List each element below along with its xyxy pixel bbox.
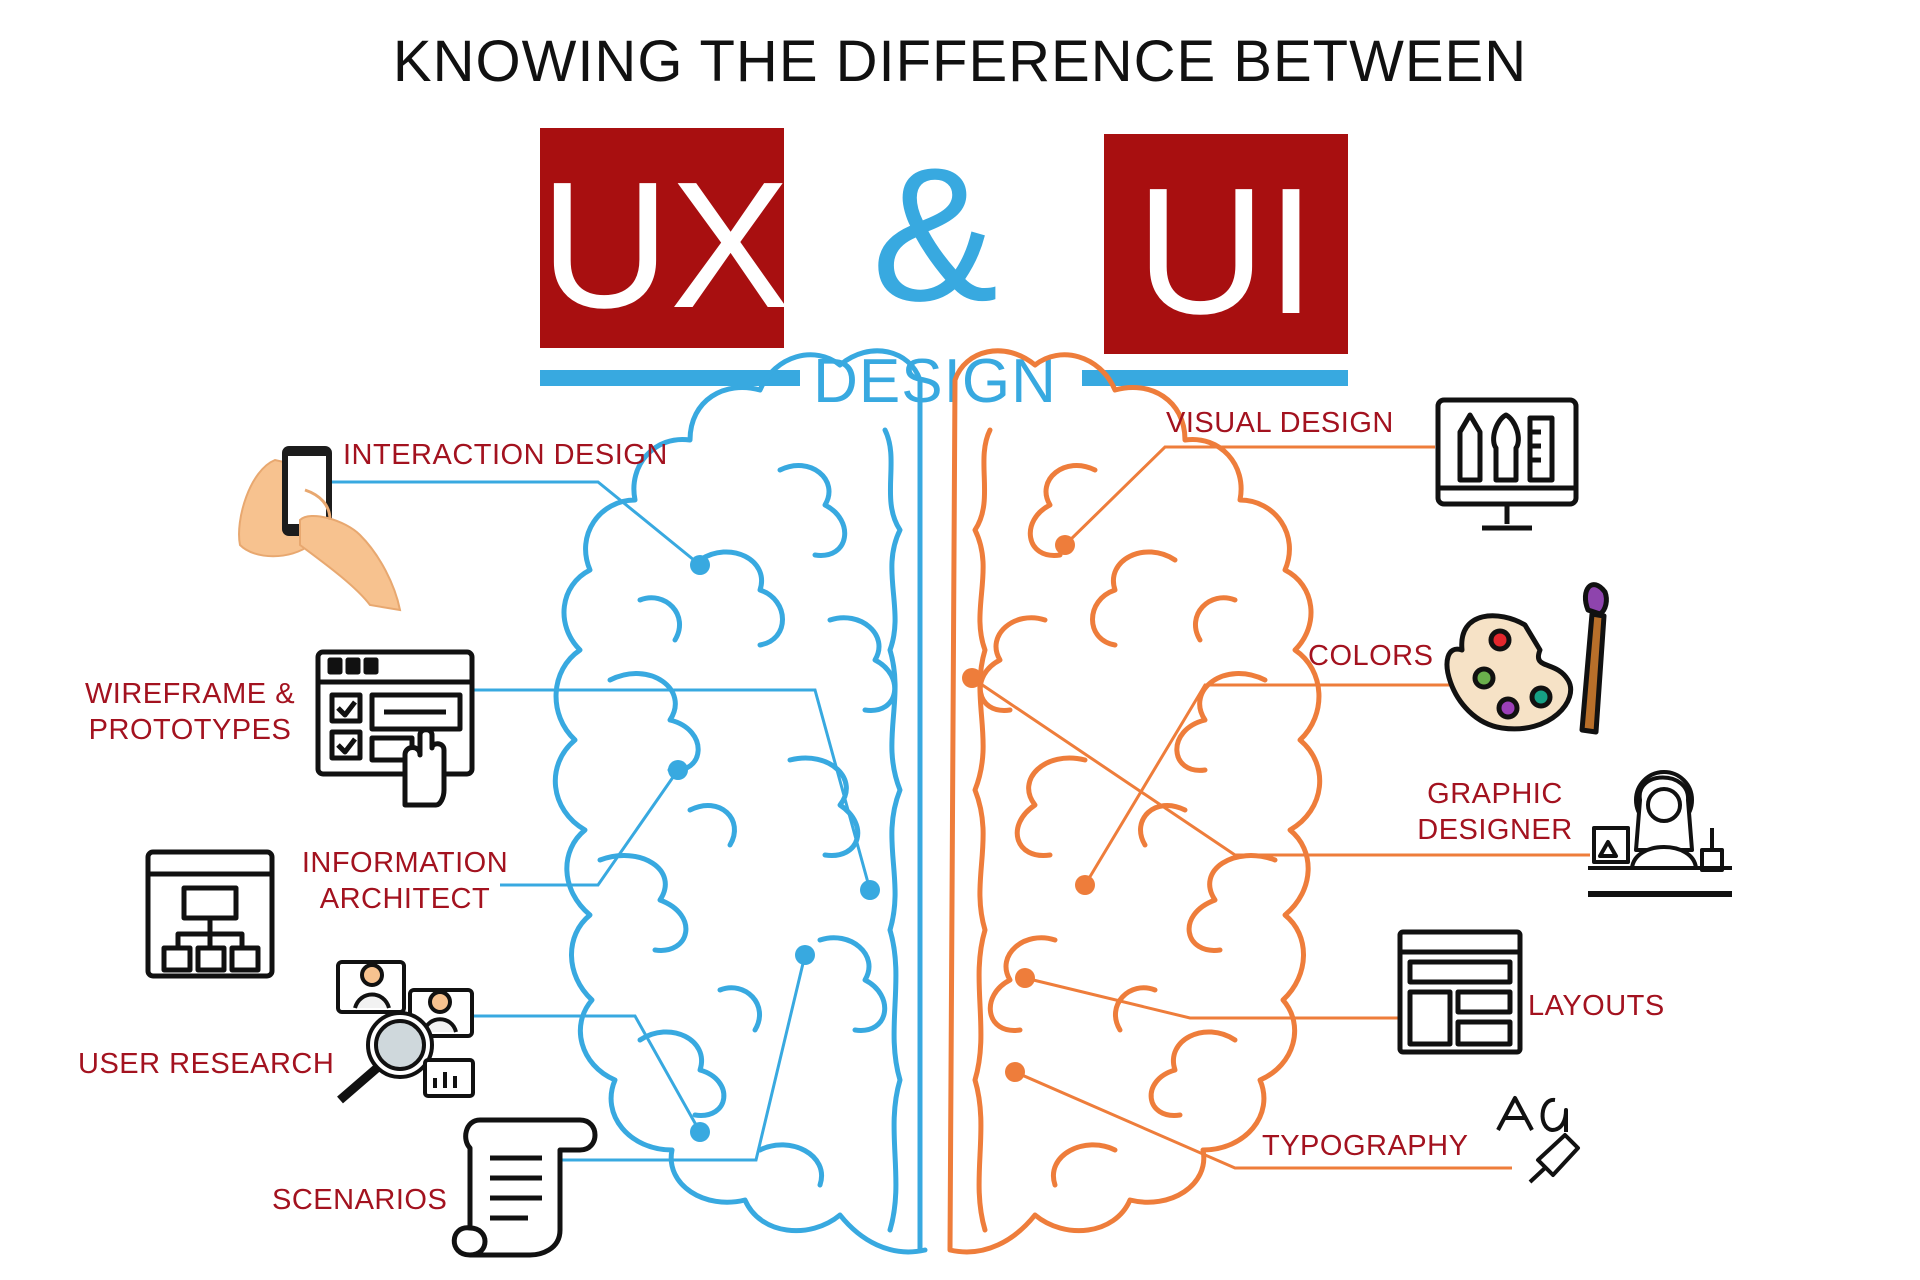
connector-scenarios	[560, 954, 807, 1162]
label-wireframe-prototypes: WIREFRAME & PROTOTYPES	[84, 678, 296, 746]
dot-wireframe	[860, 880, 880, 900]
wireframe-icon	[315, 649, 475, 808]
connector-wireframe	[470, 688, 872, 891]
label-graphic-designer: GRAPHIC DESIGNER	[1417, 778, 1573, 846]
dot-user-research	[690, 1122, 710, 1142]
connector-information-architect	[500, 769, 680, 887]
user-research-icon	[336, 960, 475, 1104]
dot-visual-design	[1055, 535, 1075, 555]
ui-connector-dots	[962, 535, 1095, 1082]
connector-user-research	[470, 1014, 702, 1133]
label-information-architect: INFORMATION ARCHITECT	[301, 847, 509, 915]
label-colors: COLORS	[1308, 640, 1434, 672]
connector-typography	[1014, 1070, 1512, 1170]
design-underline-left	[540, 370, 800, 386]
left-brain-hemisphere	[552, 348, 928, 1255]
design-underline-right	[1082, 370, 1348, 386]
scroll-icon	[451, 1117, 598, 1258]
ux-text: UX	[540, 145, 791, 346]
dot-scenarios	[795, 945, 815, 965]
right-brain-outline	[947, 348, 1323, 1255]
smartphone-hand-icon	[238, 446, 402, 612]
label-typography: TYPOGRAPHY	[1262, 1130, 1469, 1162]
graphic-designer-icon	[1588, 770, 1732, 897]
left-brain-outline	[552, 348, 928, 1255]
ui-box: UI	[1104, 134, 1348, 354]
ux-box: UX	[540, 128, 791, 348]
label-interaction-design: INTERACTION DESIGN	[343, 439, 668, 471]
dot-colors	[1075, 875, 1095, 895]
page-title: KNOWING THE DIFFERENCE BETWEEN	[392, 29, 1528, 94]
ux-connectors	[330, 480, 872, 1162]
dot-information-architect	[668, 760, 688, 780]
dot-interaction-design	[690, 555, 710, 575]
right-brain-hemisphere	[947, 348, 1323, 1255]
label-layouts: LAYOUTS	[1528, 990, 1665, 1022]
layout-icon	[1397, 929, 1523, 1055]
connector-interaction-design	[330, 480, 701, 567]
connector-visual-design	[1063, 445, 1435, 547]
sitemap-icon	[145, 849, 275, 979]
dot-typography	[1005, 1062, 1025, 1082]
dot-graphic-designer	[962, 668, 982, 688]
ui-text: UI	[1136, 151, 1316, 352]
label-visual-design: VISUAL DESIGN	[1166, 407, 1394, 439]
ui-connectors	[971, 445, 1590, 1170]
label-scenarios: SCENARIOS	[272, 1184, 448, 1216]
connector-graphic-designer	[971, 676, 1590, 857]
connector-colors	[1083, 683, 1460, 886]
label-user-research: USER RESEARCH	[78, 1048, 335, 1080]
dot-layouts	[1015, 968, 1035, 988]
monitor-tools-icon	[1435, 397, 1579, 531]
palette-icon	[1444, 582, 1609, 735]
typography-icon	[1496, 1096, 1580, 1184]
connector-layouts	[1024, 976, 1398, 1020]
ampersand: &	[871, 129, 999, 341]
ux-connector-dots	[668, 555, 880, 1142]
